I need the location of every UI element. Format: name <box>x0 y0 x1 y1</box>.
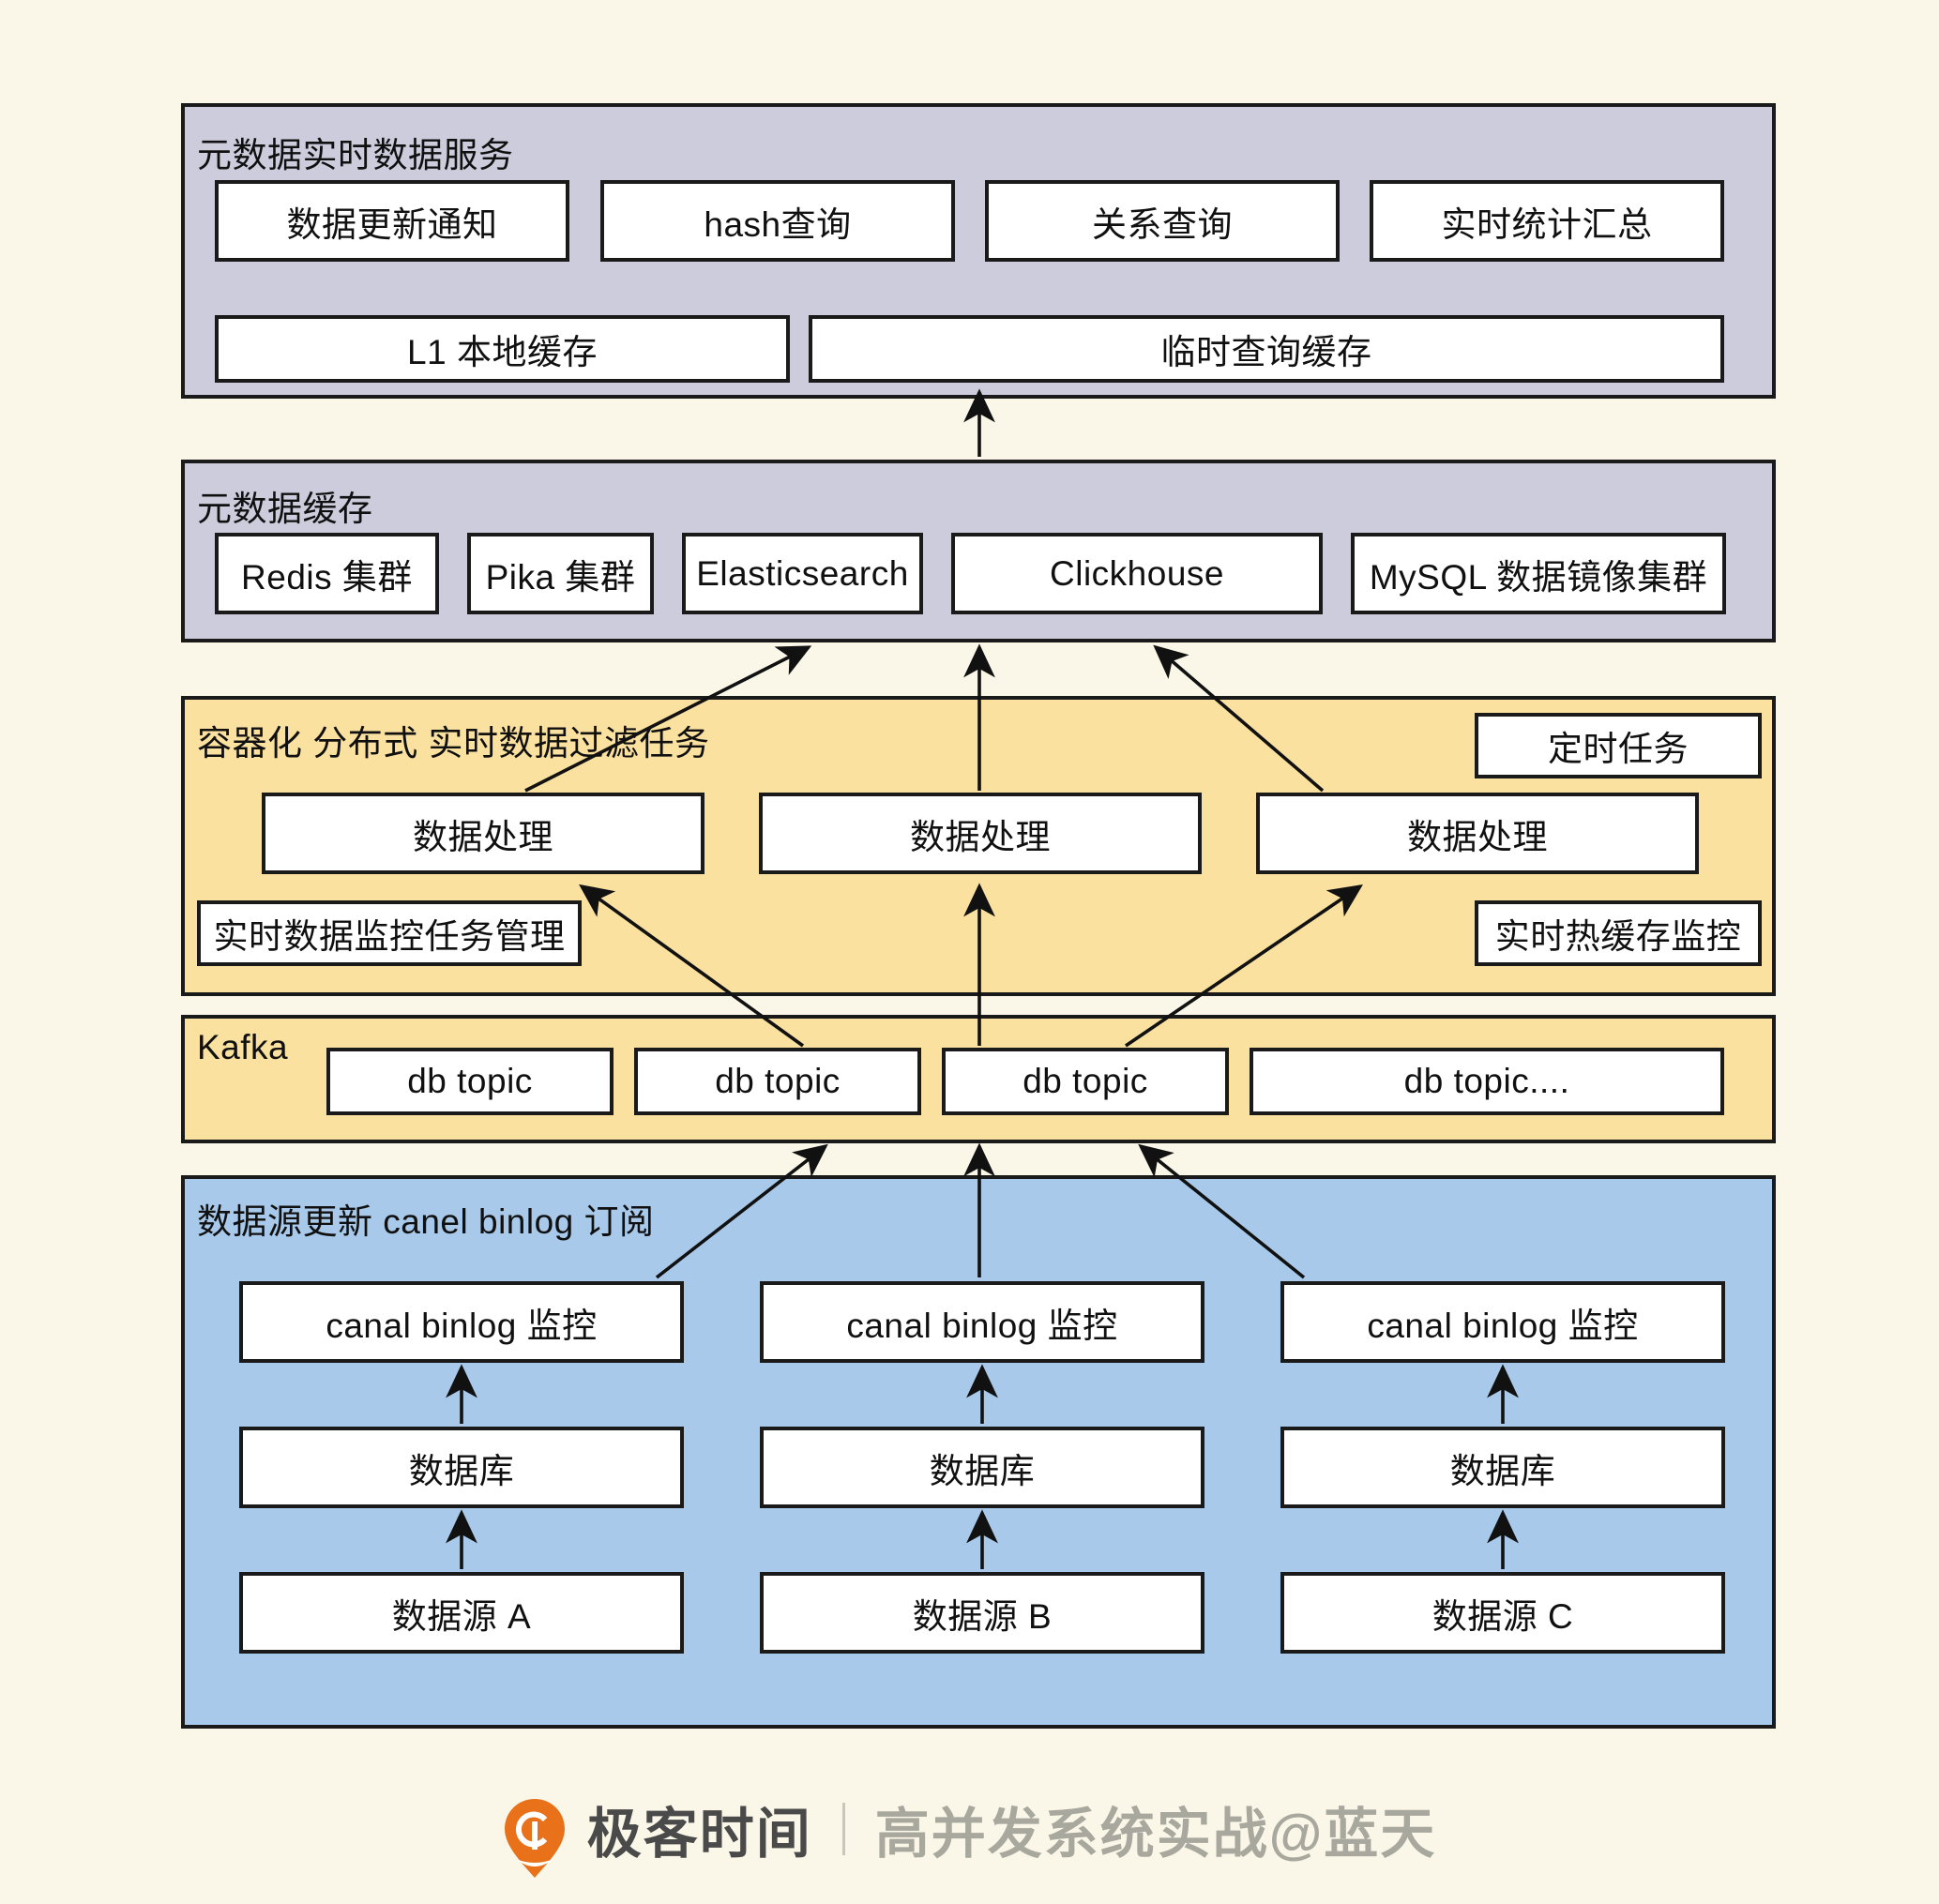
node-relation-query[interactable]: 关系查询 <box>985 180 1340 262</box>
node-data-processing-1[interactable]: 数据处理 <box>262 793 704 874</box>
layer4-title: Kafka <box>197 1028 289 1066</box>
node-hash-query[interactable]: hash查询 <box>600 180 955 262</box>
node-kafka-topic-4[interactable]: db topic.... <box>1250 1048 1724 1115</box>
node-datasource-a[interactable]: 数据源 A <box>239 1572 684 1654</box>
node-database-2[interactable]: 数据库 <box>760 1427 1204 1508</box>
node-database-3[interactable]: 数据库 <box>1280 1427 1725 1508</box>
node-temp-query-cache[interactable]: 临时查询缓存 <box>809 315 1724 383</box>
node-kafka-topic-2[interactable]: db topic <box>634 1048 921 1115</box>
node-data-processing-3[interactable]: 数据处理 <box>1256 793 1699 874</box>
node-clickhouse[interactable]: Clickhouse <box>951 533 1323 614</box>
layer5-title: 数据源更新 canel binlog 订阅 <box>197 1202 655 1241</box>
node-kafka-topic-3[interactable]: db topic <box>942 1048 1229 1115</box>
node-elasticsearch[interactable]: Elasticsearch <box>682 533 923 614</box>
node-pika-cluster[interactable]: Pika 集群 <box>467 533 654 614</box>
node-realtime-stats-aggregate[interactable]: 实时统计汇总 <box>1370 180 1724 262</box>
node-datasource-b[interactable]: 数据源 B <box>760 1572 1204 1654</box>
node-database-1[interactable]: 数据库 <box>239 1427 684 1508</box>
brand-name: 极客时间 <box>586 1804 812 1865</box>
node-realtime-monitor-task-mgmt[interactable]: 实时数据监控任务管理 <box>197 900 582 966</box>
node-canal-binlog-monitor-2[interactable]: canal binlog 监控 <box>760 1281 1204 1363</box>
node-redis-cluster[interactable]: Redis 集群 <box>215 533 439 614</box>
layer1-title: 元数据实时数据服务 <box>197 136 514 174</box>
node-kafka-topic-1[interactable]: db topic <box>326 1048 614 1115</box>
node-cron-task[interactable]: 定时任务 <box>1475 713 1762 778</box>
node-realtime-hot-cache-monitor[interactable]: 实时热缓存监控 <box>1475 900 1762 966</box>
course-name: 高并发系统实战@蓝天 <box>874 1804 1437 1865</box>
node-l1-local-cache[interactable]: L1 本地缓存 <box>215 315 790 383</box>
node-data-processing-2[interactable]: 数据处理 <box>759 793 1202 874</box>
node-data-update-notify[interactable]: 数据更新通知 <box>215 180 569 262</box>
node-datasource-c[interactable]: 数据源 C <box>1280 1572 1725 1654</box>
layer2-title: 元数据缓存 <box>197 490 373 528</box>
footer-watermark: 极客时间 高并发系统实战@蓝天 <box>0 1773 1939 1885</box>
geekbang-logo-icon <box>503 1797 567 1878</box>
node-mysql-mirror-cluster[interactable]: MySQL 数据镜像集群 <box>1351 533 1726 614</box>
footer-divider <box>841 1803 845 1855</box>
layer3-title: 容器化 分布式 实时数据过滤任务 <box>197 724 710 763</box>
node-canal-binlog-monitor-1[interactable]: canal binlog 监控 <box>239 1281 684 1363</box>
node-canal-binlog-monitor-3[interactable]: canal binlog 监控 <box>1280 1281 1725 1363</box>
